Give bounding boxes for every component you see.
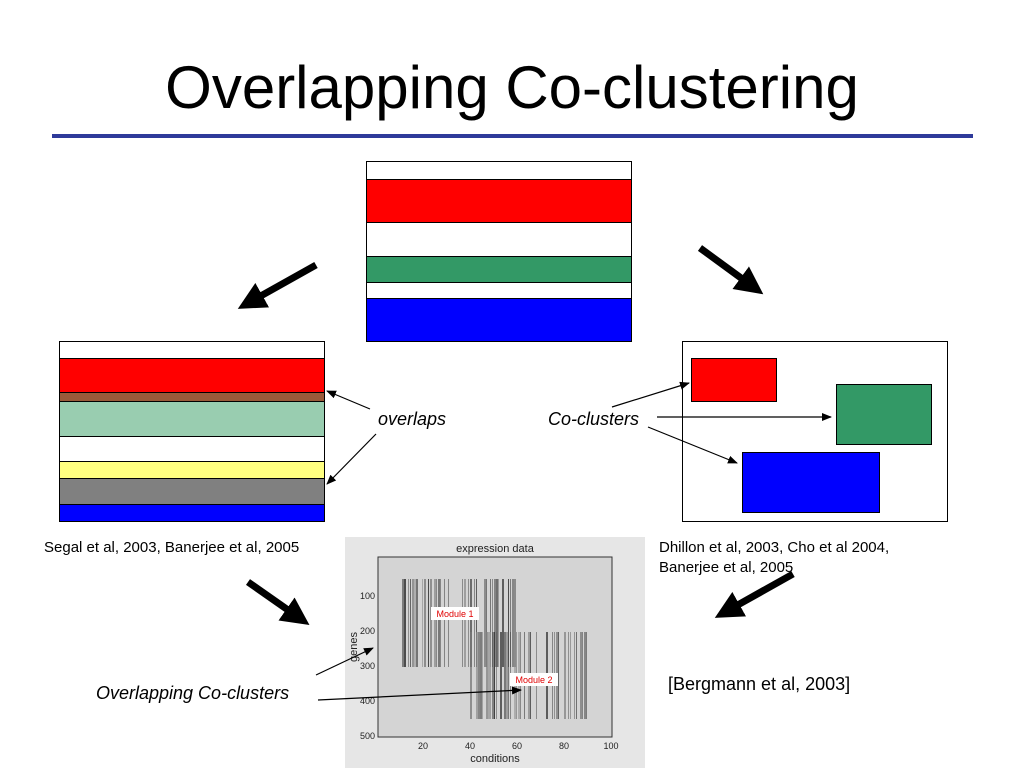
co-clusters-pointer-blue: [647, 426, 738, 464]
module-1-label: Module 1: [436, 609, 473, 619]
co-clusters-pointer-red: [611, 381, 690, 408]
arrow-top-to-right: [697, 245, 764, 295]
ytick-200: 200: [360, 626, 375, 636]
module-2-box: [510, 673, 558, 686]
co-cluster-blue: [742, 452, 880, 513]
xtick-40: 40: [465, 741, 475, 751]
overlapping-pointer-upper: [315, 647, 374, 676]
xtick-100: 100: [603, 741, 618, 751]
left-matrix: [59, 341, 325, 522]
overlapping-pointer-lower: [317, 686, 522, 701]
top-matrix: [366, 161, 632, 342]
xtick-60: 60: [512, 741, 522, 751]
ytick-500: 500: [360, 731, 375, 741]
left-band-gray: [60, 478, 324, 505]
top-band-green: [367, 256, 631, 283]
top-band-red: [367, 179, 631, 223]
top-band-blue: [367, 298, 631, 342]
left-band-blue: [60, 504, 324, 522]
plot-title: expression data: [456, 543, 535, 555]
citation-right-line2: Banerjee et al, 2005: [659, 559, 794, 576]
overlaps-pointer-upper: [326, 390, 371, 410]
citation-left: Segal et al, 2003, Banerjee et al, 2005: [44, 539, 300, 556]
xtick-80: 80: [559, 741, 569, 751]
expression-data-figure: expression data conditions genes 20 40 6…: [345, 537, 645, 768]
citation-right-line1: Dhillon et al, 2003, Cho et al 2004,: [659, 539, 890, 556]
arrow-top-to-left: [237, 261, 318, 309]
module-2-label: Module 2: [515, 675, 552, 685]
expression-data-plot: expression data conditions genes 20 40 6…: [345, 537, 645, 768]
co-cluster-red: [691, 358, 777, 402]
co-clusters-label: Co-clusters: [548, 409, 640, 429]
xtick-20: 20: [418, 741, 428, 751]
right-matrix: [682, 341, 948, 522]
arrow-left-to-bottom: [245, 579, 310, 626]
ytick-300: 300: [360, 661, 375, 671]
citation-bottom-right: [Bergmann et al, 2003]: [668, 674, 851, 694]
module-1-box: [431, 607, 479, 620]
overlaps-label: overlaps: [378, 409, 447, 429]
plot-xlabel: conditions: [470, 753, 520, 765]
left-band-light-green: [60, 401, 324, 437]
ytick-400: 400: [360, 696, 375, 706]
arrow-right-to-bottom: [714, 570, 795, 618]
plot-ylabel: genes: [348, 632, 360, 662]
overlapping-co-clusters-label: Overlapping Co-clusters: [96, 683, 290, 703]
ytick-100: 100: [360, 591, 375, 601]
slide-title: Overlapping Co-clustering: [165, 54, 859, 121]
title-underline: [52, 134, 973, 138]
overlaps-pointer-lower: [326, 433, 377, 485]
co-cluster-green: [836, 384, 932, 445]
